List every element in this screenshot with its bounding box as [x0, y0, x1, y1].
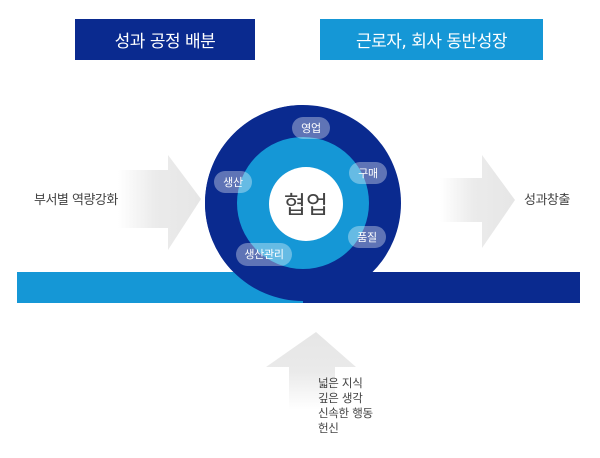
foundation-item: 넓은 지식 — [318, 376, 363, 390]
dept-pill-production: 생산 — [214, 171, 252, 193]
dept-label-sales: 영업 — [301, 122, 321, 135]
shared-growth-label: 근로자, 회사 동반성장 — [356, 32, 507, 52]
output-label: 성과창출 — [524, 193, 570, 208]
fair-distribution-label: 성과 공정 배분 — [114, 32, 216, 52]
dept-pill-purchasing: 구매 — [349, 162, 387, 184]
band-right — [303, 272, 580, 303]
foundation-item: 깊은 생각 — [318, 391, 363, 405]
foundation-item: 헌신 — [318, 421, 339, 435]
core-circle — [269, 167, 343, 241]
collaboration-label: 협업 — [284, 191, 328, 219]
dept-label-production-mgmt: 생산관리 — [244, 248, 283, 261]
shared-growth-box: 근로자, 회사 동반성장 — [320, 19, 543, 60]
fair-distribution-box: 성과 공정 배분 — [75, 19, 255, 60]
output-arrow — [440, 155, 515, 248]
foundation-arrow — [266, 332, 356, 410]
dept-label-quality: 품질 — [357, 231, 377, 244]
foundation-list: 넓은 지식 깊은 생각 신속한 행동 헌신 — [318, 376, 373, 436]
dept-pill-production-mgmt: 생산관리 — [236, 243, 292, 266]
foundation-item: 신속한 행동 — [318, 406, 373, 420]
dept-pill-sales: 영업 — [292, 117, 330, 139]
dept-pill-quality: 품질 — [348, 226, 386, 248]
input-arrow — [118, 155, 201, 250]
ring-gap-right — [383, 250, 405, 272]
dept-label-purchasing: 구매 — [358, 167, 378, 180]
dept-label-production: 생산 — [223, 176, 243, 189]
input-label: 부서별 역량강화 — [34, 193, 118, 208]
